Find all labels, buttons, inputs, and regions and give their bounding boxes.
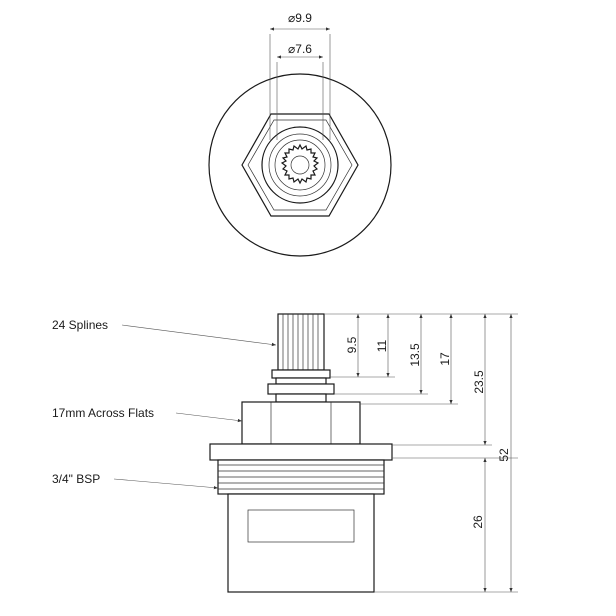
hex-nut-outline: [241, 113, 359, 217]
splines-leader: [121, 324, 277, 347]
thread-leader: [113, 478, 219, 490]
dim-text-11: 11: [375, 339, 389, 352]
body-port: [247, 509, 355, 543]
splines-label: 24 Splines: [52, 318, 108, 332]
hex-inner-outline: [247, 119, 353, 211]
stem-shoulder: [275, 393, 327, 403]
flats-label: 17mm Across Flats: [52, 406, 154, 420]
side-view: 24 Splines 17mm Across Flats 3/4" BSP 9.…: [52, 313, 518, 593]
splined-stem: [277, 313, 325, 371]
stem-circle: [268, 133, 332, 197]
top-view: ⌀9.9 ⌀7.6: [208, 11, 392, 257]
stem-collar: [271, 369, 331, 379]
stem-inner-circle: [274, 139, 326, 191]
dim-inner-text: ⌀7.6: [288, 42, 312, 56]
stem-neck: [275, 377, 327, 385]
dim-text-26: 26: [471, 515, 485, 529]
spline-bore: [290, 155, 310, 175]
dim-text-17: 17: [438, 352, 452, 366]
dim-text-23-5: 23.5: [472, 370, 486, 394]
dim-text-52: 52: [497, 448, 511, 462]
spline-profile: [280, 143, 320, 185]
outer-circle: [208, 73, 392, 257]
shoulder-circle: [261, 126, 339, 204]
dim-text-9-5: 9.5: [345, 336, 359, 353]
thread-label: 3/4" BSP: [52, 472, 100, 486]
flange: [209, 443, 393, 461]
thread-lines: [218, 464, 384, 490]
dim-text-13-5: 13.5: [408, 343, 422, 367]
dim-outer-text: ⌀9.9: [288, 11, 312, 25]
hex-nut: [241, 401, 361, 445]
stem-ring: [267, 383, 335, 395]
flats-leader: [175, 412, 243, 423]
lower-body: [227, 493, 375, 593]
spline-grooves: [282, 314, 319, 370]
